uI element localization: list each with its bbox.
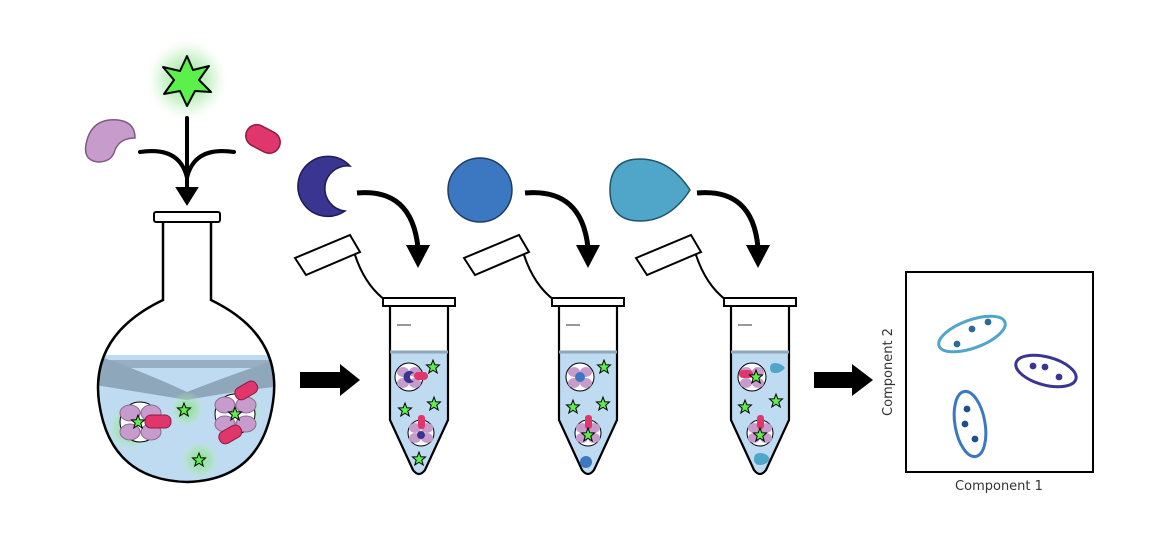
data-point xyxy=(1055,373,1063,381)
arrow-icon xyxy=(814,364,873,396)
data-point xyxy=(968,325,976,333)
cluster-light xyxy=(937,314,1007,354)
x-axis-label: Component 1 xyxy=(955,479,1043,494)
circle-guest-icon xyxy=(447,157,513,223)
data-point xyxy=(984,318,992,326)
flask-icon xyxy=(96,211,276,484)
crescent-guest-icon xyxy=(297,155,352,218)
arrow-icon xyxy=(300,364,360,396)
data-point xyxy=(961,420,969,428)
tube-icon xyxy=(462,233,625,476)
tube-icon xyxy=(634,233,797,476)
data-point xyxy=(953,340,961,348)
data-point xyxy=(963,405,971,413)
arrow-icon xyxy=(746,245,770,268)
addition-arrow xyxy=(356,190,421,249)
ligand-icon xyxy=(245,123,281,155)
receptor-complex xyxy=(119,401,172,443)
y-axis-label: Component 2 xyxy=(881,328,896,416)
drop-guest-icon xyxy=(609,158,691,222)
addition-arrow xyxy=(696,190,761,249)
data-point xyxy=(971,435,979,443)
scatter-plot: Component 1 Component 2 xyxy=(881,271,1094,494)
data-point xyxy=(1041,363,1049,371)
plot-frame xyxy=(905,271,1094,473)
cluster-mid xyxy=(952,389,988,459)
cluster-dark xyxy=(1014,353,1078,389)
data-point xyxy=(1029,362,1037,370)
tube-icon xyxy=(293,233,456,476)
merge-arrow xyxy=(138,116,236,206)
glowing-star-icon xyxy=(147,40,227,120)
receptor-complex xyxy=(214,380,259,445)
addition-arrow xyxy=(524,190,591,249)
arrow-icon xyxy=(406,245,430,268)
arrow-icon xyxy=(576,245,600,268)
receptor-icon xyxy=(84,119,136,163)
